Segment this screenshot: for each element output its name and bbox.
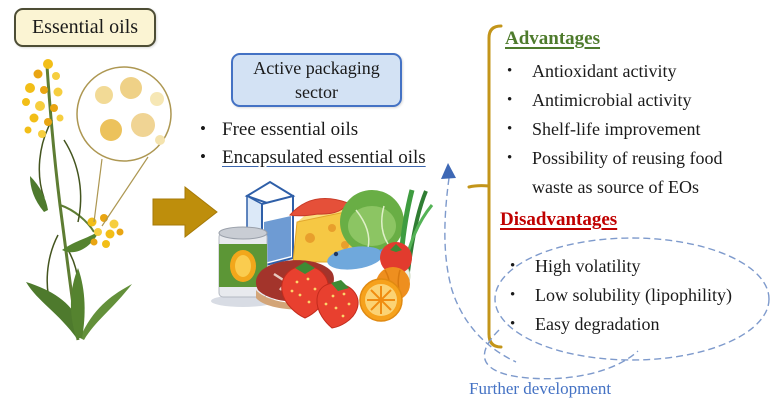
advantage-item: Antimicrobial activity (505, 86, 753, 115)
disadvantage-item: Low solubility (lipophility) (508, 281, 758, 310)
advantage-item: Antioxidant activity (505, 57, 753, 86)
flower-cluster-top (22, 59, 64, 138)
strawberry-icon (281, 262, 359, 329)
disadvantages-list: High volatility Low solubility (lipophil… (508, 252, 758, 339)
essential-oils-box: Essential oils (14, 8, 156, 47)
oil-types-list: Free essential oils Encapsulated essenti… (198, 119, 426, 175)
cabbage-icon (340, 190, 404, 254)
brace-bracket-icon (467, 24, 503, 349)
further-development-label: Further development (469, 379, 612, 398)
dashed-annotation (444, 177, 770, 380)
orange-slice-icon (359, 278, 403, 322)
advantage-item: Possibility of reusing food waste as sou… (505, 144, 753, 202)
oil-droplets-icon (95, 77, 165, 145)
active-packaging-box: Active packaging sector (231, 53, 402, 107)
tomato-icon (380, 242, 412, 274)
further-development-arrow (444, 177, 517, 363)
sausage-icon (289, 198, 349, 217)
advantage-item: Shelf-life improvement (505, 115, 753, 144)
advantages-list: Antioxidant activity Antimicrobial activ… (505, 57, 753, 202)
list-item-free-oils: Free essential oils (198, 119, 426, 141)
essential-oils-label: Essential oils (31, 16, 139, 38)
magnifier-callout (76, 66, 172, 227)
disadvantage-item: Easy degradation (508, 310, 758, 339)
ellipse-tail-loop (483, 329, 639, 380)
list-item-encapsulated-oils: Encapsulated essential oils (198, 147, 426, 169)
arrowhead-up-icon (441, 163, 456, 179)
food-illustration (211, 180, 434, 329)
active-packaging-line1: Active packaging (253, 57, 380, 78)
disadvantages-heading: Disadvantages (500, 209, 618, 230)
advantages-heading: Advantages (505, 28, 601, 49)
disadvantage-item: High volatility (508, 252, 758, 281)
active-packaging-line2: sector (295, 82, 338, 102)
right-arrow-icon (152, 185, 218, 239)
disadvantages-ellipse (494, 237, 770, 361)
